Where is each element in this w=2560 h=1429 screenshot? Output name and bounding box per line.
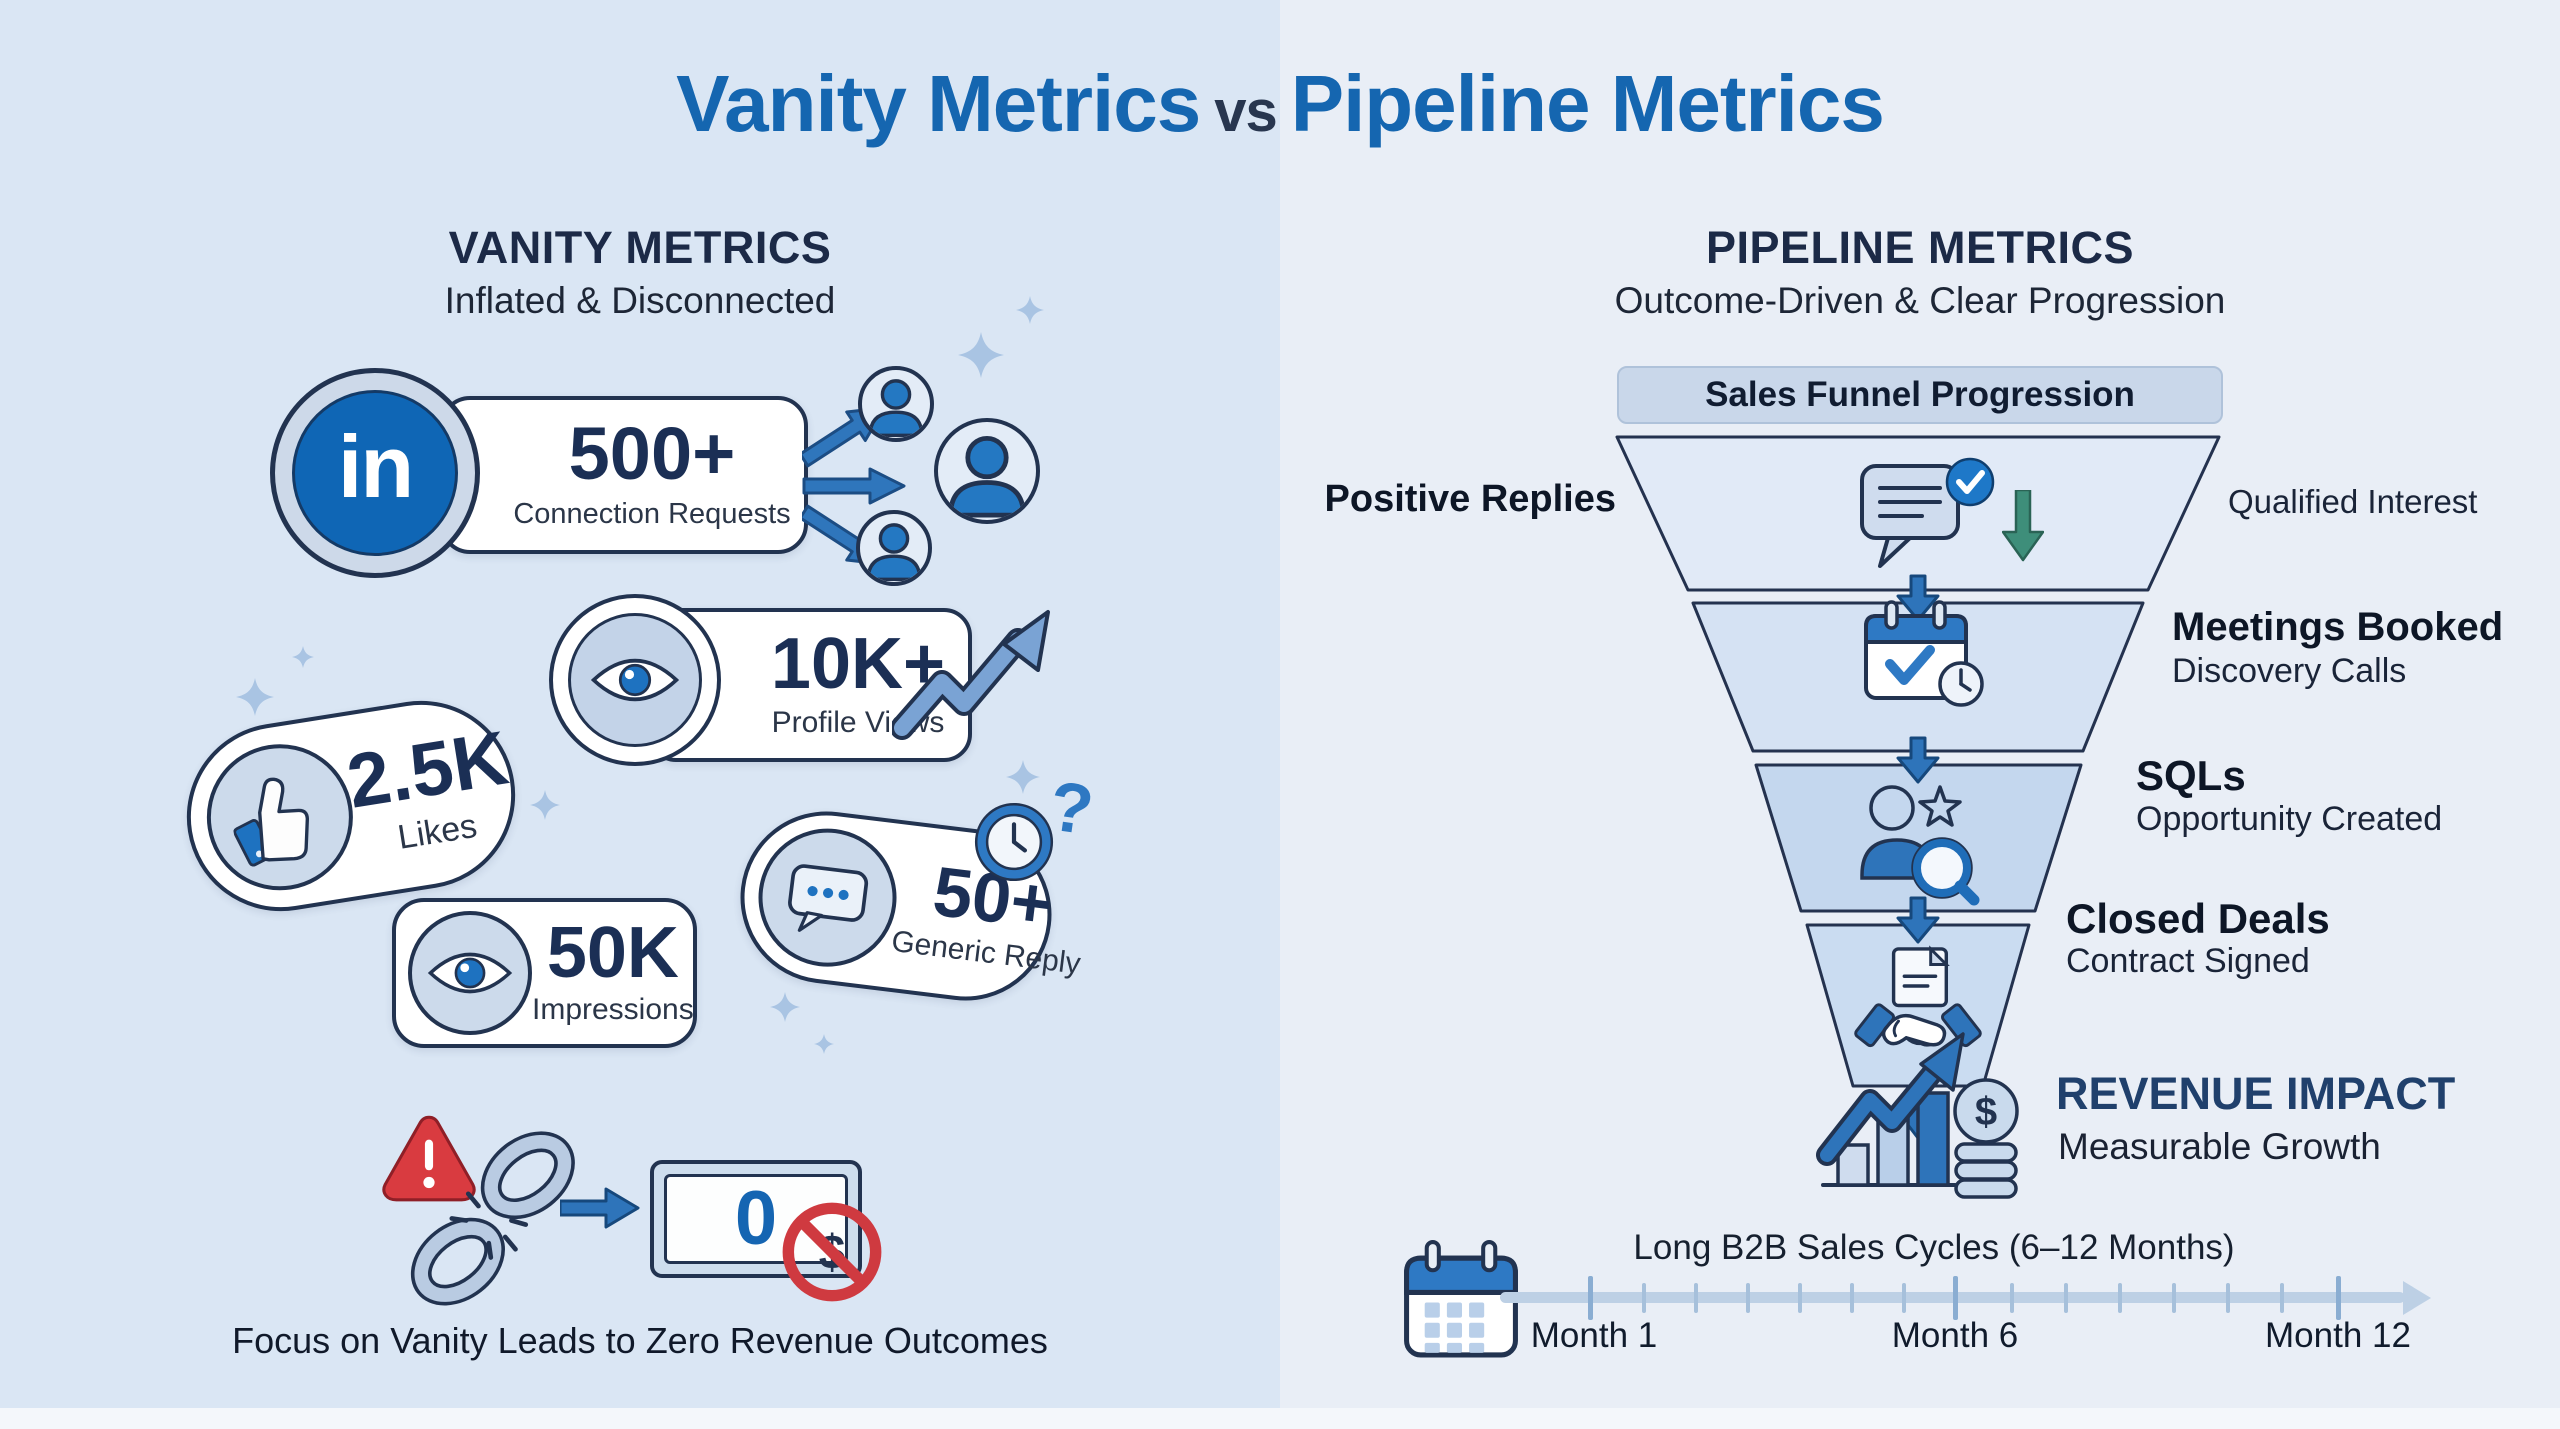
clock-icon — [974, 802, 1054, 882]
sparkle-icon — [530, 790, 560, 820]
stage4-subtitle: Contract Signed — [2066, 942, 2310, 980]
timeline-label-month6: Month 6 — [1891, 1316, 2019, 1355]
eye-icon — [568, 613, 702, 747]
timeline-tick — [2226, 1283, 2230, 1313]
revenue-title: REVENUE IMPACT — [2056, 1068, 2456, 1119]
avatar-small-bottom — [856, 510, 932, 586]
pipeline-subheading: Outcome-Driven & Clear Progression — [1614, 280, 2226, 321]
timeline-tick — [1850, 1283, 1854, 1313]
sparkle-icon — [1006, 760, 1040, 794]
thumbs-up-icon — [196, 733, 364, 901]
stage2-subtitle: Discovery Calls — [2172, 652, 2407, 690]
vanity-subheading: Inflated & Disconnected — [444, 280, 836, 321]
coins-icon: $ — [1953, 1078, 2019, 1199]
connections-label: Connection Requests — [513, 497, 791, 530]
sparkle-icon — [236, 678, 274, 716]
person-icon — [866, 523, 922, 581]
timeline-axis — [1500, 1292, 2405, 1303]
timeline-tick — [2280, 1283, 2284, 1313]
sparkle-icon — [1016, 296, 1044, 324]
broken-chain-icon — [410, 1131, 575, 1306]
warning-triangle-icon — [382, 1115, 476, 1202]
funnel-title-bar: Sales Funnel Progression — [1617, 366, 2223, 424]
timeline-title: Long B2B Sales Cycles (6–12 Months) — [1633, 1228, 2235, 1267]
stage2-title: Meetings Booked — [2172, 605, 2504, 649]
calendar-icon — [1404, 1240, 1518, 1358]
generic-reply-badge: 50+ Generic Reply — [730, 801, 1082, 1011]
sparkle-icon — [292, 646, 314, 668]
eye-icon — [408, 911, 532, 1035]
vanity-caption: Focus on Vanity Leads to Zero Revenue Ou… — [232, 1320, 1048, 1361]
likes-badge: 2.5K Likes — [173, 687, 529, 925]
timeline-tick — [1694, 1283, 1698, 1313]
qualified-lead-icon — [1860, 785, 1980, 906]
person-icon — [868, 379, 924, 437]
sparkle-icon — [958, 332, 1004, 378]
timeline-arrowhead-icon — [2403, 1281, 2431, 1315]
sparkle-icon — [814, 1034, 834, 1054]
linkedin-badge-ring: in — [270, 368, 480, 578]
linkedin-icon: in — [292, 390, 458, 556]
timeline-label-month12: Month 12 — [2265, 1316, 2411, 1355]
avatar-small-top — [858, 366, 934, 442]
timeline-tick — [2064, 1283, 2068, 1313]
revenue-subtitle: Measurable Growth — [2058, 1126, 2381, 1167]
connections-value: 500+ — [568, 412, 736, 496]
sparkle-icon — [770, 992, 800, 1022]
timeline-tick — [1642, 1283, 1646, 1313]
funnel-stage-3 — [1754, 763, 2083, 913]
stage3-subtitle: Opportunity Created — [2136, 800, 2443, 838]
positive-reply-icon — [1860, 457, 1995, 568]
title-right: Pipeline Metrics — [1290, 59, 1885, 148]
impressions-badge: 50K Impressions — [392, 898, 697, 1048]
stage3-title: SQLs — [2136, 752, 2246, 799]
green-down-arrow-icon — [2002, 490, 2044, 562]
stage4-title: Closed Deals — [2066, 895, 2330, 942]
linkedin-glyph: in — [337, 417, 414, 516]
person-icon — [948, 435, 1026, 518]
timeline-tick-major — [1588, 1276, 1593, 1320]
impressions-value: 50K — [546, 912, 679, 993]
chat-dots-icon — [750, 820, 905, 975]
timeline-tick — [1798, 1283, 1802, 1313]
avatar-large — [934, 418, 1040, 524]
money-bill-icon: 0 — [650, 1160, 862, 1278]
timeline-tick-major — [2336, 1276, 2341, 1320]
no-dollar-icon: $ — [782, 1202, 882, 1302]
title-vs: vs — [1214, 79, 1278, 144]
pipeline-heading: PIPELINE METRICS — [1705, 222, 2135, 273]
stage1-right-label: Qualified Interest — [2228, 483, 2478, 520]
timeline-tick — [2172, 1283, 2176, 1313]
handshake-contract-icon — [1854, 945, 1982, 1048]
vanity-heading: VANITY METRICS — [448, 222, 832, 273]
zero-value: 0 — [734, 1176, 778, 1261]
right-arrow-icon — [560, 1187, 640, 1229]
profile-views-value: 10K+ — [770, 623, 946, 704]
views-badge-ring — [549, 594, 721, 766]
impressions-label: Impressions — [532, 993, 694, 1027]
timeline-tick — [1902, 1283, 1906, 1313]
revenue-growth-icon: $ — [1816, 1032, 2019, 1199]
trend-up-arrow-icon — [892, 610, 1050, 740]
timeline-tick-major — [1953, 1276, 1958, 1320]
timeline-tick — [2118, 1283, 2122, 1313]
title-left: Vanity Metrics — [676, 59, 1201, 148]
stage1-left-label: Positive Replies — [1324, 478, 1616, 520]
timeline-tick — [2010, 1283, 2014, 1313]
bottom-strip — [0, 1408, 2560, 1429]
timeline-tick — [1746, 1283, 1750, 1313]
calendar-check-icon — [1864, 600, 1984, 707]
coin-dollar-glyph: $ — [1975, 1090, 1997, 1134]
connections-badge: 500+ Connection Requests — [440, 396, 808, 554]
timeline-label-month1: Month 1 — [1530, 1316, 1658, 1355]
